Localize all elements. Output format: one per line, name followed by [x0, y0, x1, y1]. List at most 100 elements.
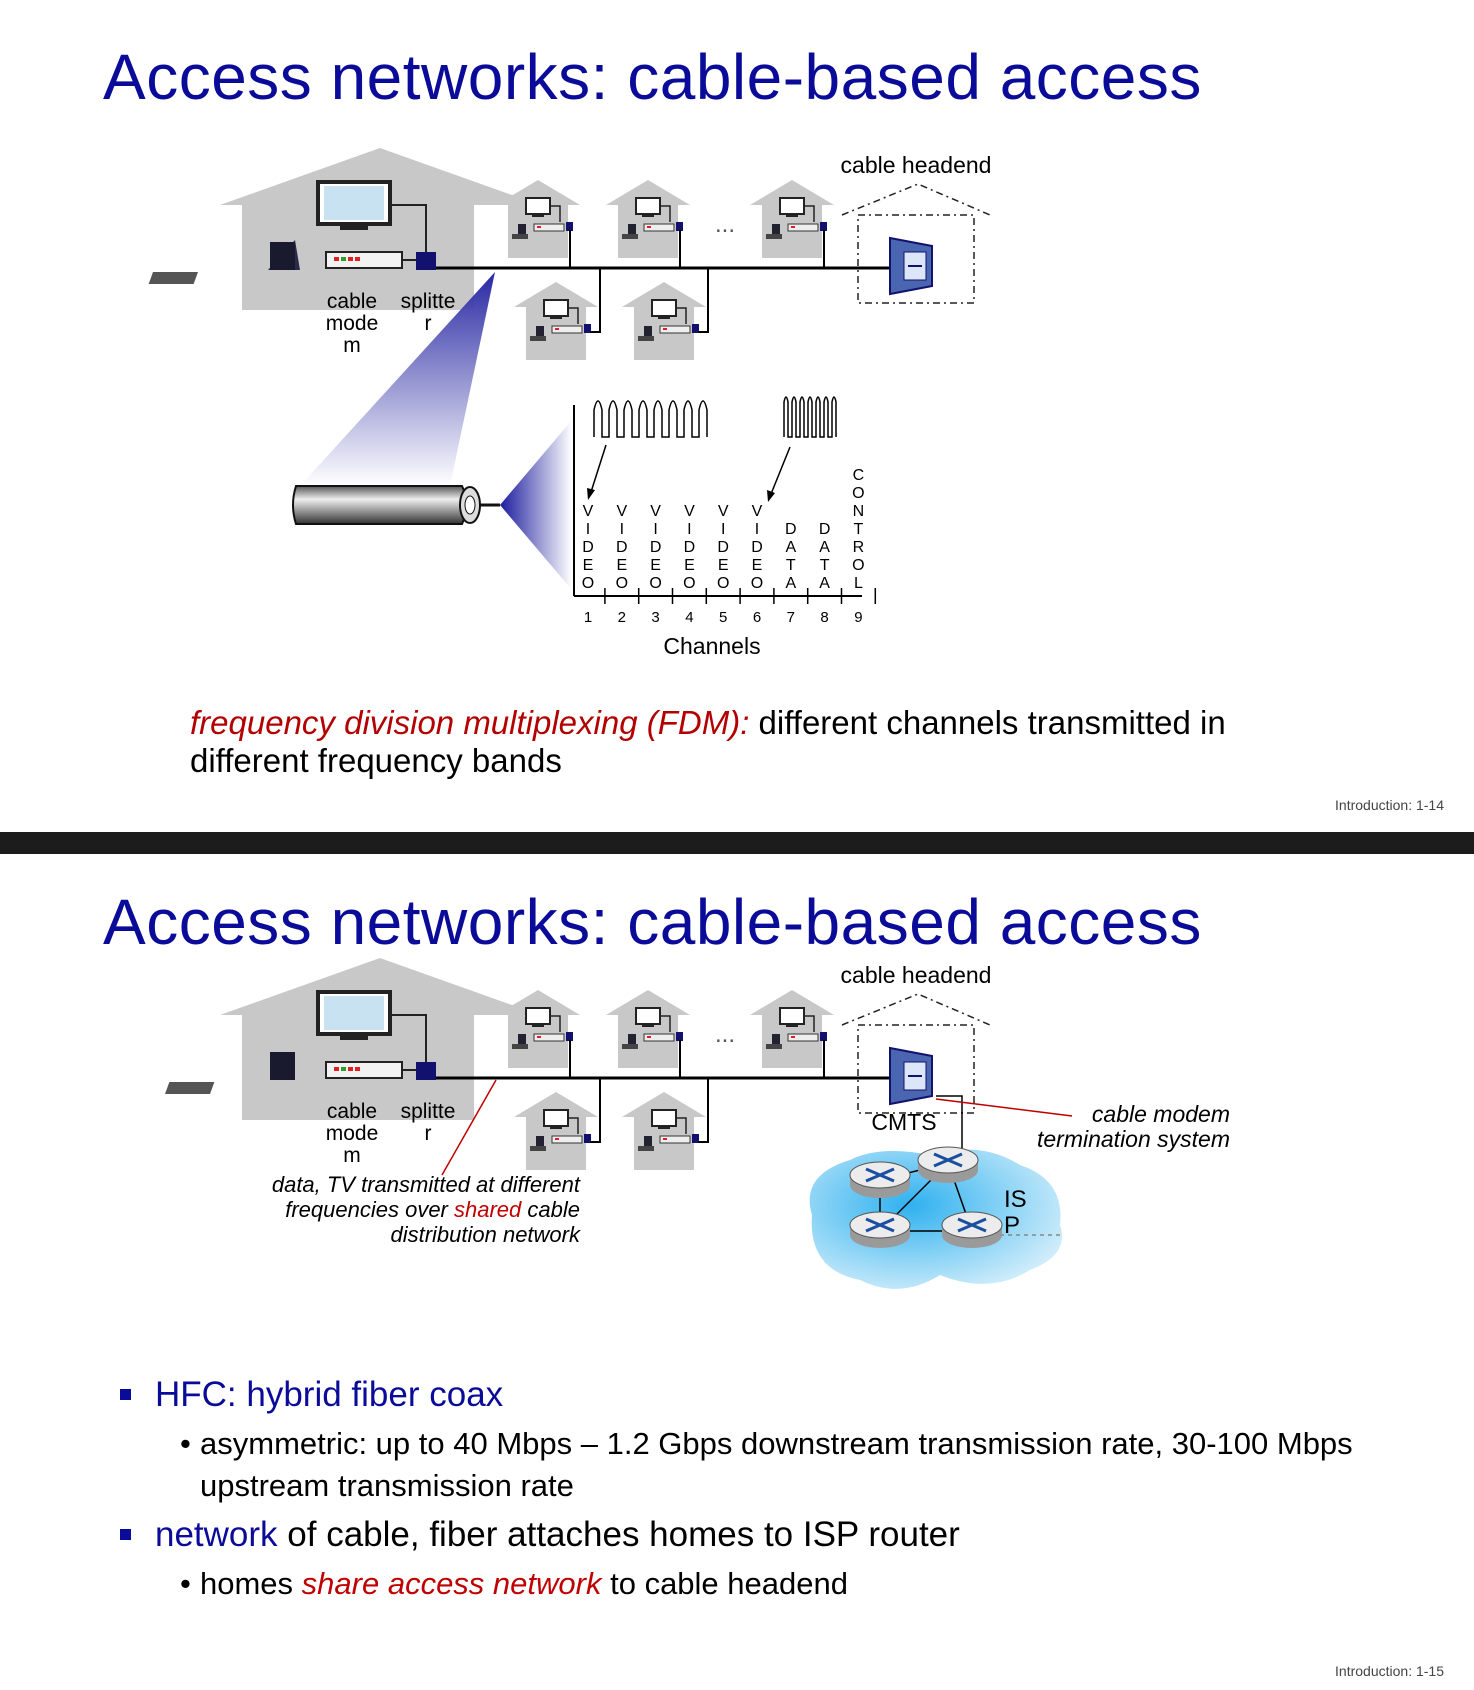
cable-modem-label: m: [343, 1144, 361, 1167]
sub-bullet-text: to cable headend: [601, 1566, 848, 1601]
cmts-description: cable modem: [1092, 1101, 1230, 1127]
bullet-square-icon: [120, 1389, 131, 1400]
bullet-dot-icon: •: [180, 1566, 191, 1601]
bullet-network: network of cable, fiber attaches homes t…: [120, 1515, 1470, 1555]
neighbor-house: [513, 281, 599, 361]
cable-modem-label: mode: [326, 1122, 379, 1145]
neighbor-house: [495, 179, 581, 259]
channel-letter: R: [853, 539, 865, 556]
slide-divider: [0, 832, 1474, 854]
channel-letter: E: [650, 557, 661, 574]
cable-network-diagram: ... cable headend cable mode m splitte r: [148, 148, 992, 659]
channel-number: 9: [854, 609, 862, 626]
sub-bullet-asymmetric: •asymmetric: up to 40 Mbps – 1.2 Gbps do…: [120, 1423, 1470, 1507]
channel-letter: V: [718, 503, 729, 520]
zoom-cone: [500, 420, 572, 590]
slide-title: Access networks: cable-based access: [103, 886, 1202, 958]
cable-modem-label: cable: [327, 1100, 377, 1123]
channel-letter: I: [653, 521, 657, 538]
shared-cable-note: frequencies over shared cable: [285, 1197, 580, 1222]
cable-modem-label: m: [343, 334, 361, 357]
frequency-spectrum: VIDEO1VIDEO2VIDEO3VIDEO4VIDEO5VIDEO6DATA…: [573, 396, 877, 626]
slide-number: Introduction: 1-14: [1335, 797, 1444, 813]
channel-letter: O: [717, 575, 729, 592]
isp-label: IS: [1004, 1186, 1027, 1213]
channel-number: 5: [719, 609, 727, 626]
channel-letter: A: [785, 539, 796, 556]
channel-letter: D: [650, 539, 662, 556]
channel-letter: V: [650, 503, 661, 520]
channel-number: 1: [584, 609, 592, 626]
channel-letter: O: [616, 575, 628, 592]
channel-letter: T: [820, 557, 830, 574]
bullet-hfc: HFC: hybrid fiber coax: [120, 1375, 1470, 1415]
fdm-term: frequency division multiplexing (FDM):: [190, 704, 750, 741]
bullet-list: HFC: hybrid fiber coax •asymmetric: up t…: [120, 1375, 1470, 1613]
channel-letter: O: [852, 485, 864, 502]
splitter-label: r: [425, 312, 432, 335]
neighbor-house: [749, 989, 835, 1069]
channel-letter: O: [649, 575, 661, 592]
channel-number: 6: [753, 609, 761, 626]
channel-letter: I: [755, 521, 759, 538]
channel-letter: T: [854, 521, 864, 538]
bullet-square-icon: [120, 1529, 131, 1540]
cable-modem-label: cable: [327, 290, 377, 313]
channel-letter: D: [785, 521, 797, 538]
isp-cloud: [809, 1145, 1062, 1289]
bullet-text: of cable, fiber attaches homes to ISP ro…: [277, 1515, 960, 1554]
cable-modem-label: mode: [326, 312, 379, 335]
channel-number: 7: [787, 609, 795, 626]
channel-letter: O: [582, 575, 594, 592]
sub-bullet-text: homes: [200, 1566, 302, 1601]
neighbor-house: [605, 179, 691, 259]
channel-letter: O: [683, 575, 695, 592]
channel-letter: A: [785, 575, 796, 592]
fdm-explanation: different channels transmitted in differ…: [190, 704, 1226, 779]
channel-letter: V: [752, 503, 763, 520]
channel-letter: C: [853, 467, 865, 484]
neighbor-house: [749, 179, 835, 259]
channel-letter: O: [852, 557, 864, 574]
channel-letter: T: [786, 557, 796, 574]
channel-letter: I: [586, 521, 590, 538]
channel-letter: D: [717, 539, 729, 556]
cable-headend: [841, 183, 991, 304]
sub-bullet-emphasis: share access network: [301, 1566, 602, 1601]
cmts-description: termination system: [1037, 1126, 1230, 1152]
channel-letter: E: [718, 557, 729, 574]
channel-number: 8: [820, 609, 828, 626]
ellipsis: ...: [715, 211, 735, 238]
bullet-text: HFC: hybrid fiber coax: [155, 1375, 504, 1414]
channel-letter: D: [582, 539, 594, 556]
splitter-label: splitte: [401, 1100, 456, 1123]
cable-headend: [841, 993, 991, 1185]
sub-bullet-homes: • homes share access network to cable hea…: [120, 1563, 1470, 1605]
neighbor-house: [621, 1091, 707, 1171]
channel-letter: L: [854, 575, 863, 592]
high-frequency-wave: [783, 396, 837, 438]
cable-headend-label: cable headend: [841, 962, 992, 988]
channel-letter: D: [684, 539, 696, 556]
neighbor-house: [621, 281, 707, 361]
channel-letter: A: [819, 539, 830, 556]
slide-title: Access networks: cable-based access: [103, 41, 1202, 113]
cable-headend-label: cable headend: [841, 152, 992, 178]
channel-letter: E: [583, 557, 594, 574]
channel-letter: V: [684, 503, 695, 520]
fdm-description: frequency division multiplexing (FDM): d…: [190, 704, 1340, 780]
shared-cable-note: data, TV transmitted at different: [272, 1172, 581, 1197]
channel-letter: I: [721, 521, 725, 538]
neighbor-house: [495, 989, 581, 1069]
channel-letter: D: [819, 521, 831, 538]
channel-letter: I: [620, 521, 624, 538]
neighbor-house: [513, 1091, 599, 1171]
channel-letter: V: [583, 503, 594, 520]
shared-cable-note: distribution network: [390, 1222, 581, 1247]
channel-number: 3: [651, 609, 659, 626]
channel-letter: I: [687, 521, 691, 538]
slide-number: Introduction: 1-15: [1335, 1663, 1444, 1679]
low-frequency-wave: [593, 400, 708, 438]
channel-letter: D: [616, 539, 628, 556]
zoom-beam: [300, 272, 495, 486]
